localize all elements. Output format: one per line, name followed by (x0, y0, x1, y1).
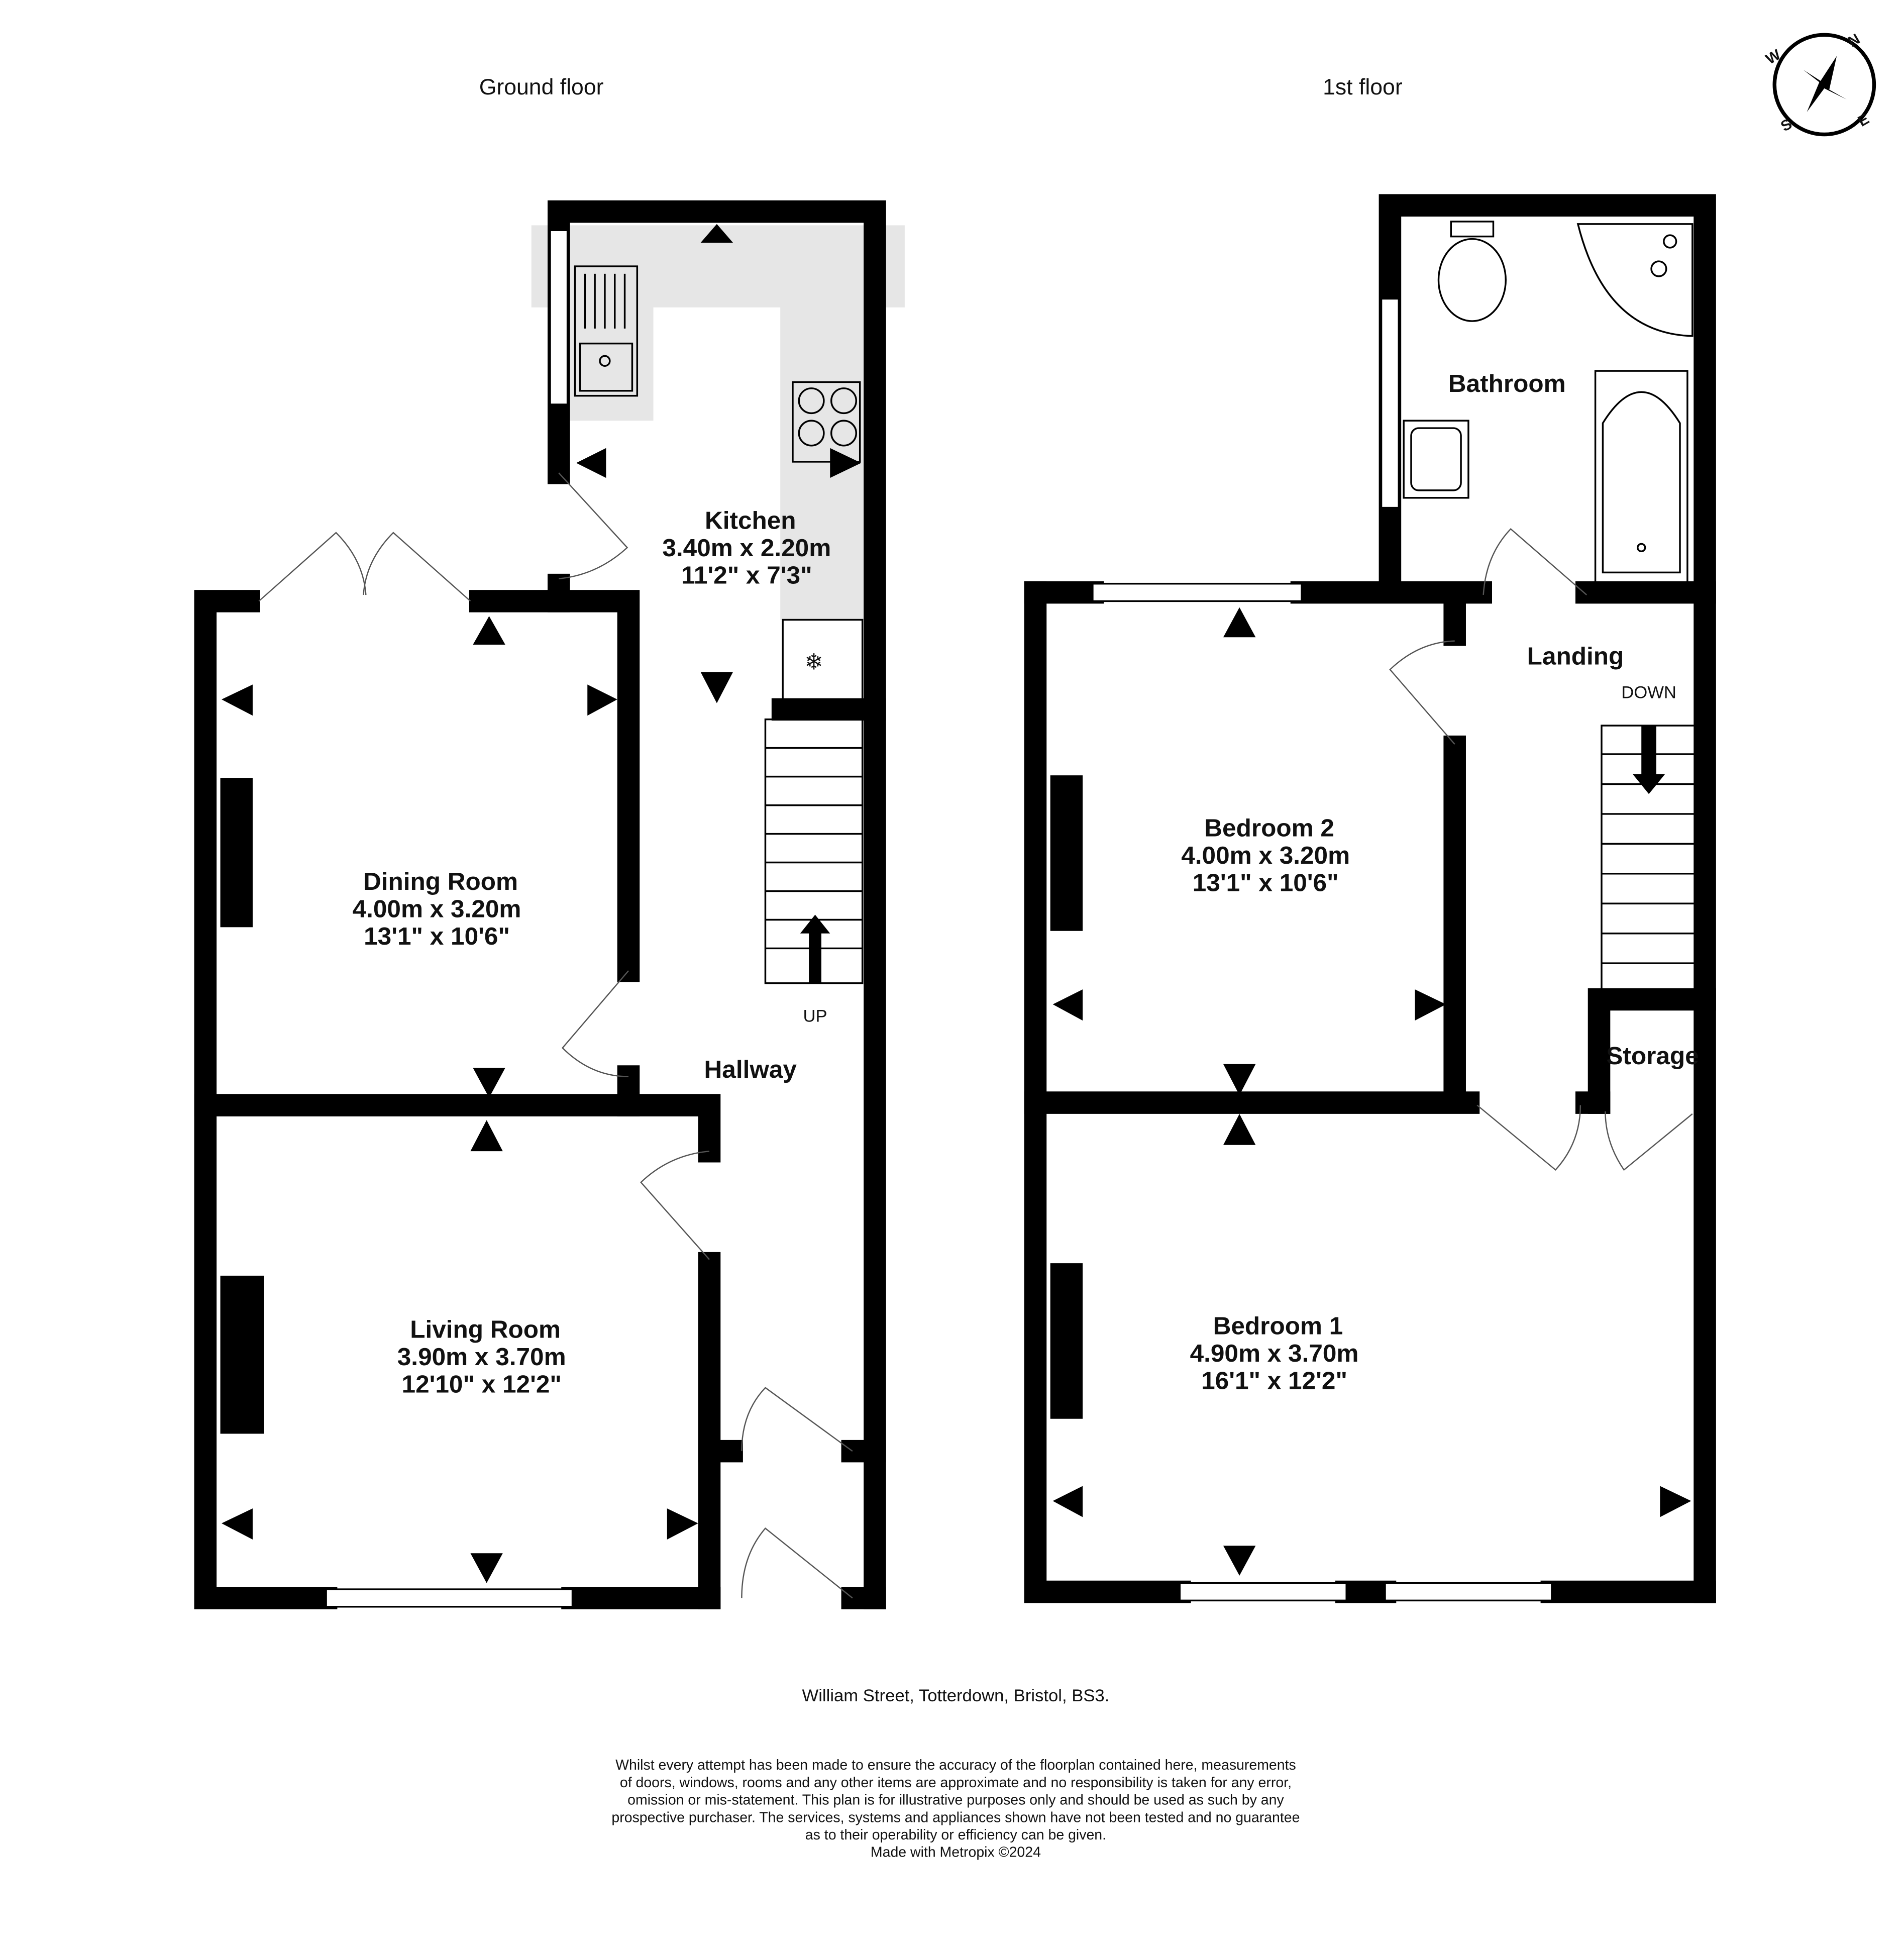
address: William Street, Totterdown, Bristol, BS3… (802, 1686, 1110, 1705)
bathtub-icon (1594, 370, 1688, 583)
window (1380, 297, 1400, 509)
svg-text:❄: ❄ (804, 650, 823, 675)
fridge-icon: ❄ (782, 619, 864, 703)
compass-icon: N E S W (1763, 31, 1876, 137)
basin-icon (1403, 420, 1469, 499)
svg-text:Whilst every attempt has been: Whilst every attempt has been made to en… (615, 1757, 1296, 1773)
svg-text:omission or mis-statement. Thi: omission or mis-statement. This plan is … (627, 1792, 1284, 1808)
fireplace (1050, 1263, 1083, 1419)
stairs-down[interactable] (1601, 725, 1697, 993)
toilet-icon (1437, 221, 1507, 322)
hob-icon (792, 381, 861, 463)
bedroom-1-label: Bedroom 1 (1213, 1312, 1343, 1340)
kitchen-metric: 3.40m x 2.20m (662, 534, 831, 562)
first-floor-title: 1st floor (1323, 75, 1403, 99)
svg-text:of doors, windows, rooms and a: of doors, windows, rooms and any other i… (620, 1775, 1292, 1791)
kitchen-imperial: 11'2" x 7'3" (681, 562, 812, 589)
fireplace (220, 778, 253, 928)
bedroom-1-imperial: 16'1" x 12'2" (1201, 1367, 1347, 1394)
dimension-markers (1052, 607, 1691, 1576)
landing-label: Landing (1527, 643, 1624, 670)
bathroom-label: Bathroom (1448, 370, 1566, 397)
compass-n: N (1845, 31, 1863, 50)
dining-room-label: Dining Room (363, 868, 518, 895)
kitchen-label: Kitchen (705, 507, 796, 535)
bedroom-2-metric: 4.00m x 3.20m (1181, 842, 1350, 869)
shower-icon (1576, 223, 1694, 337)
hallway-label: Hallway (704, 1056, 797, 1083)
doors (258, 472, 853, 1599)
fireplace (1050, 775, 1083, 931)
ground-floor-plan: ❄ UP (194, 200, 905, 1609)
ground-floor-title: Ground floor (479, 75, 604, 99)
compass-s: S (1778, 116, 1795, 135)
bedroom-2-imperial: 13'1" x 10'6" (1193, 869, 1339, 896)
storage-label: Storage (1606, 1042, 1699, 1070)
living-room-label: Living Room (410, 1316, 561, 1344)
ground-walls (194, 200, 886, 1609)
svg-text:as to their operability or eff: as to their operability or efficiency ca… (805, 1827, 1106, 1843)
living-room-metric: 3.90m x 3.70m (397, 1343, 566, 1371)
window (549, 229, 569, 405)
metropix-credit: Made with Metropix ©2024 (871, 1845, 1041, 1861)
bedroom-1-metric: 4.90m x 3.70m (1190, 1340, 1359, 1367)
window (325, 1588, 574, 1608)
stairs-up[interactable] (764, 718, 864, 984)
doors (1389, 528, 1693, 1171)
dining-room-imperial: 13'1" x 10'6" (364, 923, 510, 950)
stairs-down-label: DOWN (1621, 683, 1676, 702)
living-room-imperial: 12'10" x 12'2" (402, 1371, 562, 1398)
disclaimer: Whilst every attempt has been made to en… (611, 1757, 1300, 1860)
first-walls (1024, 194, 1716, 1603)
bedroom-2-label: Bedroom 2 (1204, 814, 1334, 842)
compass-e: E (1855, 111, 1872, 130)
window (1092, 582, 1303, 602)
svg-text:prospective purchaser. The ser: prospective purchaser. The services, sys… (611, 1809, 1300, 1825)
window (1179, 1582, 1347, 1602)
fireplace (220, 1275, 264, 1434)
dining-room-metric: 4.00m x 3.20m (353, 895, 521, 923)
window (1384, 1582, 1553, 1602)
stairs-up-label: UP (803, 1007, 827, 1026)
first-floor-plan: DOWN Bathroom Landing Bedroom 2 4.00m x … (1024, 194, 1716, 1603)
dimension-markers (222, 224, 862, 1583)
sink-icon (574, 265, 639, 397)
